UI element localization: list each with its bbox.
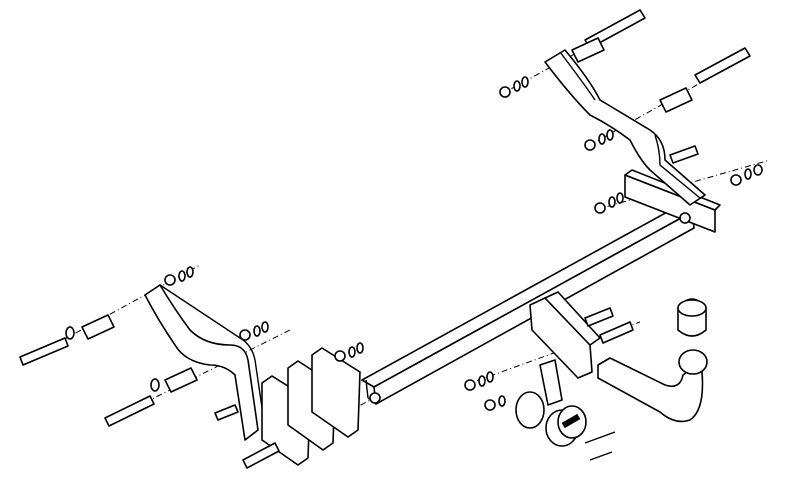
bolt	[694, 47, 751, 84]
bolt	[104, 395, 155, 427]
socket-plate	[515, 359, 563, 429]
bolt	[584, 307, 614, 327]
left-side-bracket	[144, 284, 266, 441]
center-mount-bracket	[529, 291, 601, 379]
bolt	[599, 321, 634, 344]
tow-ball	[678, 349, 708, 375]
bolt	[669, 145, 699, 164]
socket-screws	[584, 431, 616, 461]
bolt	[19, 337, 69, 366]
electrical-socket	[545, 405, 587, 447]
spacer-sleeves	[81, 37, 693, 393]
right-side-bracket	[544, 49, 706, 206]
spacer-plates	[261, 347, 361, 466]
bolt	[214, 404, 239, 421]
tow-ball-cap	[677, 298, 707, 337]
tow-ball-neck	[597, 357, 704, 423]
bolt	[242, 442, 280, 469]
nuts-and-washers	[65, 76, 763, 411]
